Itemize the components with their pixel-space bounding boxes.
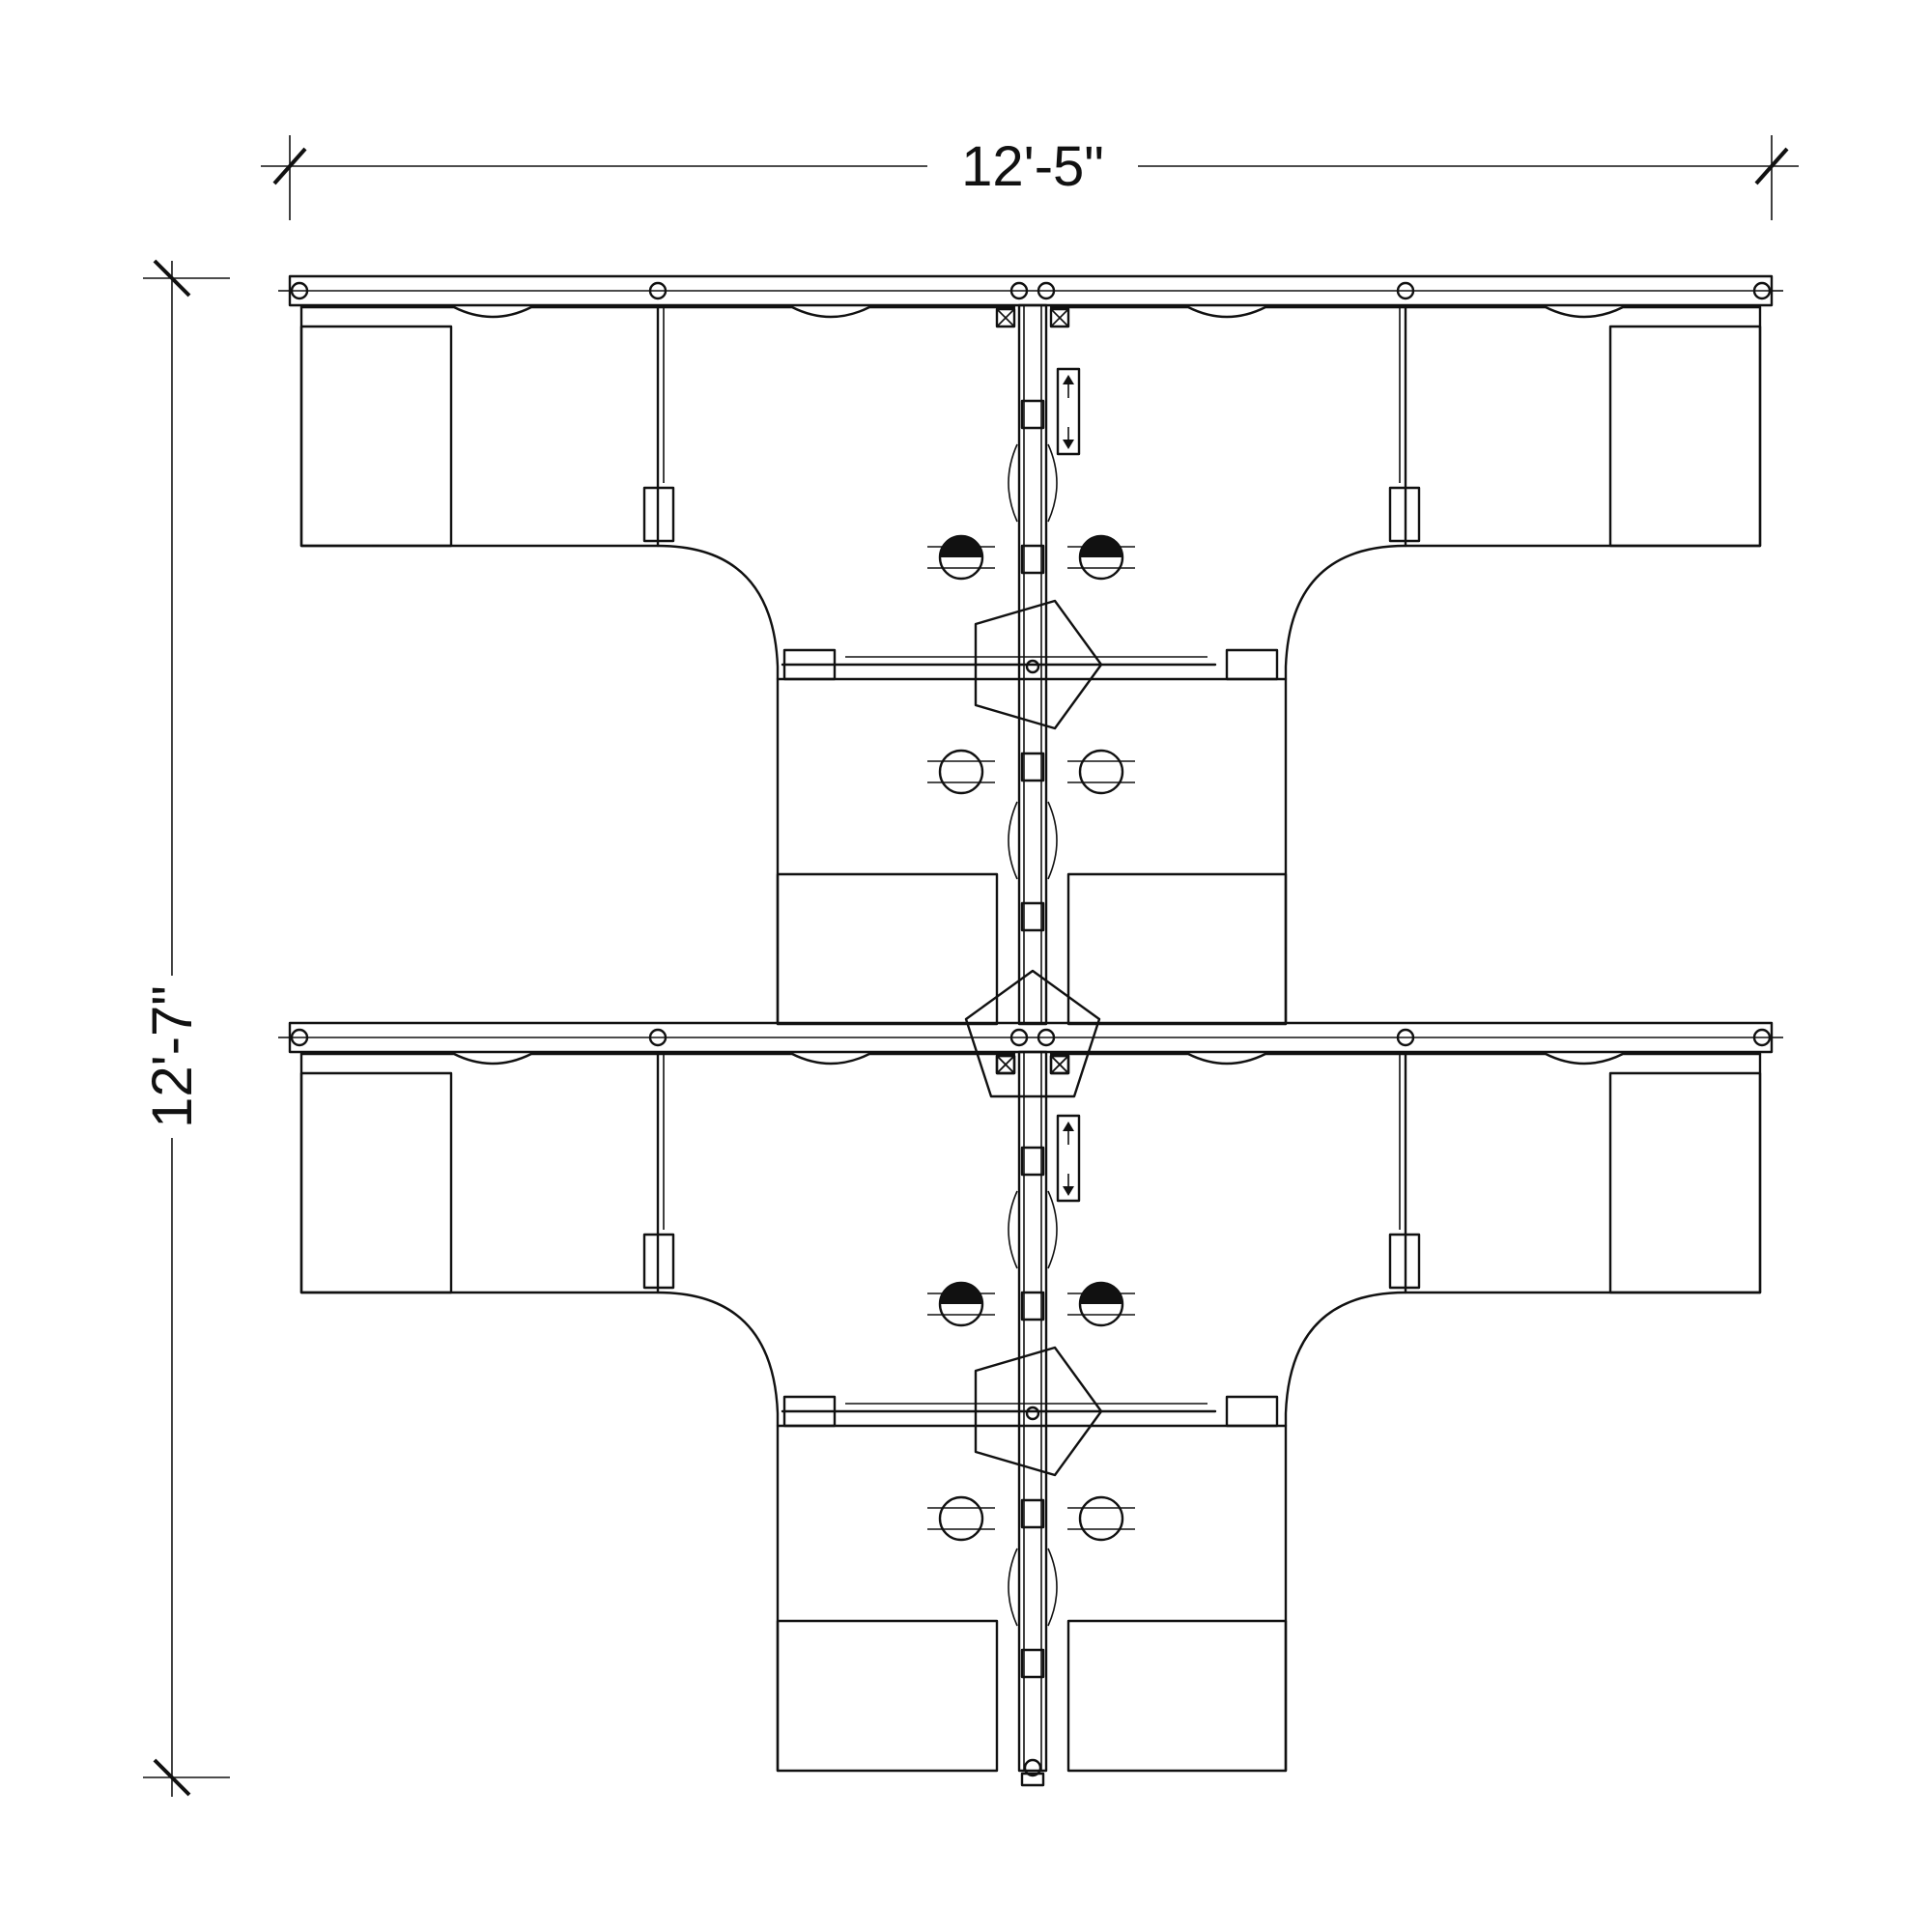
- junction-boxes: [995, 1054, 1070, 1075]
- workstation-pod-bottom: [276, 1021, 1785, 1773]
- depth-dimension-label: 12'-7": [141, 985, 204, 1128]
- workstation-pod-top: [276, 274, 1785, 1026]
- center-pentagon-connector: [964, 969, 1101, 1098]
- spine-end: [1020, 1758, 1045, 1787]
- depth-dimension: 12'-7": [141, 259, 230, 1797]
- width-dimension: 12'-5": [261, 135, 1799, 220]
- width-dimension-label: 12'-5": [961, 135, 1104, 198]
